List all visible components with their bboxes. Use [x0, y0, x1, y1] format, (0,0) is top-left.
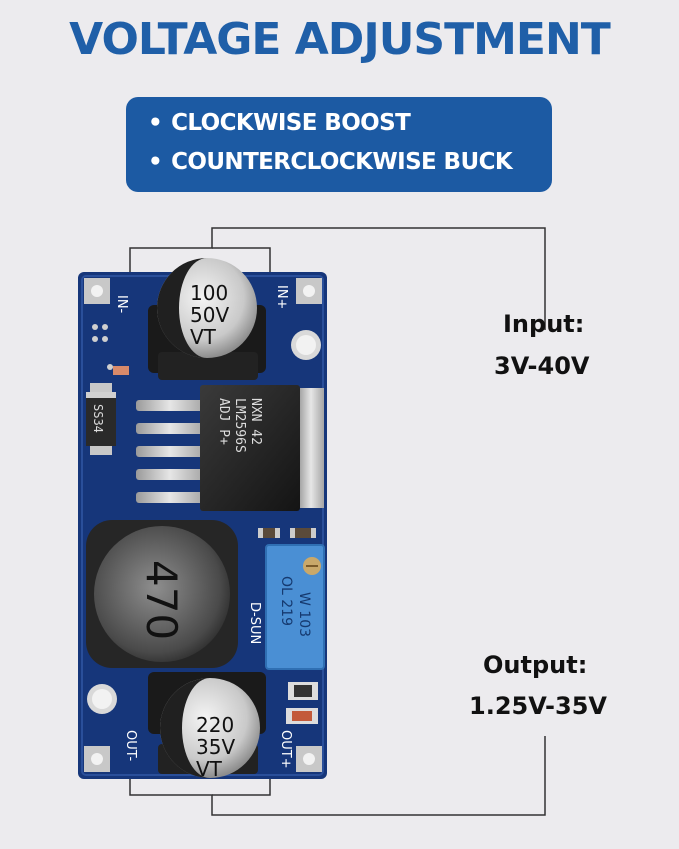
diode-ss34: SS34 — [86, 383, 116, 455]
pot-line2: OL 219 — [278, 576, 294, 626]
bullet: • — [148, 110, 163, 136]
mounting-pads — [84, 278, 322, 772]
resistor — [113, 366, 129, 375]
potentiometer-trimmer: W 103 OL 219 — [265, 544, 325, 670]
chip-line2: LM2596S — [232, 398, 247, 453]
output-cap-line1: 220 — [196, 713, 234, 737]
out-plus-label: OUT+ — [278, 730, 293, 769]
input-value: 3V-40V — [494, 352, 590, 380]
output-capacitor: 220 35V VT — [148, 672, 266, 781]
in-plus-label: IN+ — [274, 285, 289, 309]
output-value: 1.25V-35V — [469, 692, 607, 720]
lm2596-regulator-chip: NXN 42 LM2596S ADJ P+ — [136, 385, 324, 511]
input-cap-line3: VT — [190, 325, 217, 349]
chip-line3: ADJ P+ — [216, 398, 231, 445]
input-cap-line1: 100 — [190, 281, 228, 305]
input-cap-line2: 50V — [190, 303, 229, 327]
inductor-470: 470 — [86, 520, 238, 668]
feature-text: CLOCKWISE BOOST — [171, 110, 411, 136]
output-label: Output: — [483, 651, 588, 679]
pot-line1: W 103 — [296, 592, 312, 637]
bullet: • — [148, 149, 163, 175]
input-wire-lines — [129, 227, 546, 330]
inductor-label: 470 — [137, 560, 186, 640]
output-cap-line3: VT — [196, 757, 223, 781]
input-capacitor: 100 50V VT — [148, 258, 266, 380]
input-label: Input: — [503, 310, 585, 338]
feature-counterclockwise: • COUNTERCLOCKWISE BUCK — [148, 149, 513, 175]
in-minus-label: IN- — [114, 295, 129, 314]
brand-label: D-SUN — [247, 602, 262, 644]
feature-text: COUNTERCLOCKWISE BUCK — [171, 149, 513, 175]
smd-components — [258, 528, 318, 724]
page-title: VOLTAGE ADJUSTMENT — [69, 14, 611, 65]
feature-clockwise: • CLOCKWISE BOOST — [148, 110, 411, 136]
diode-label: SS34 — [91, 404, 105, 433]
out-minus-label: OUT- — [123, 730, 138, 761]
feature-box: • CLOCKWISE BOOST • COUNTERCLOCKWISE BUCK — [126, 97, 552, 192]
chip-line1: NXN 42 — [248, 398, 263, 445]
output-cap-line2: 35V — [196, 735, 235, 759]
vias — [92, 324, 113, 370]
